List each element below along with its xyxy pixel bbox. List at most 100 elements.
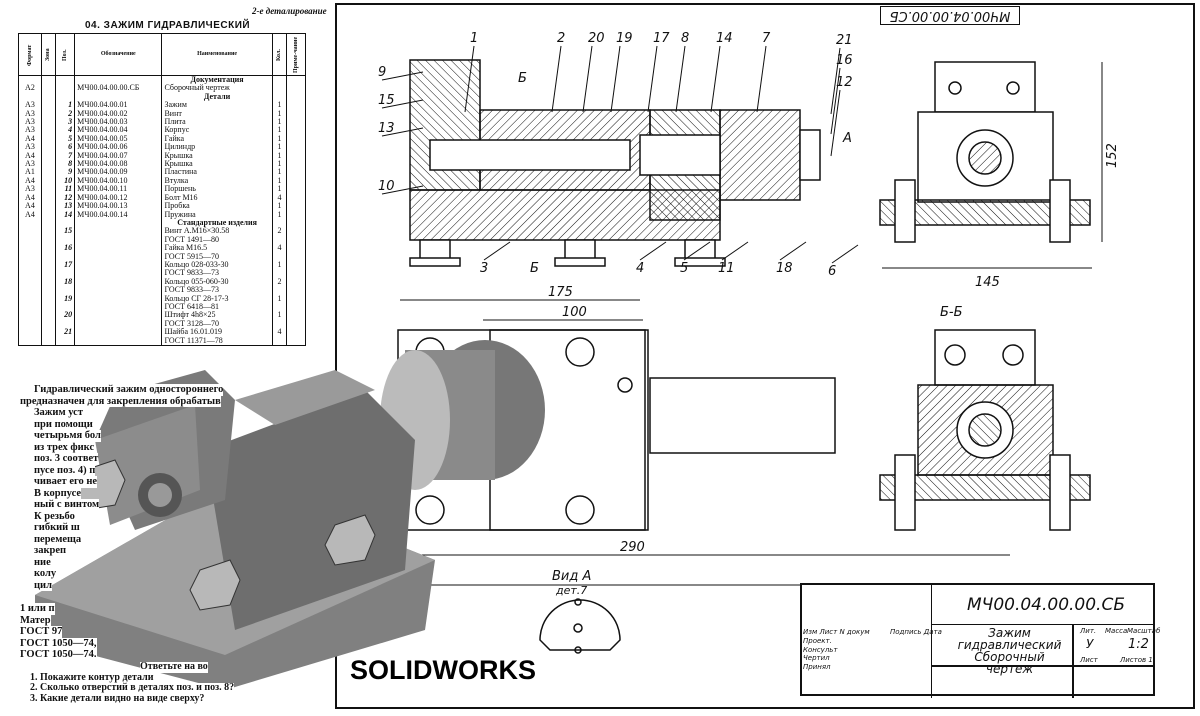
- table-row: ГОСТ 11371—78: [18, 336, 306, 346]
- cell: [40, 302, 57, 312]
- cell: 1: [271, 260, 288, 270]
- cell: Винт: [161, 109, 273, 119]
- cell: [40, 75, 57, 85]
- cell: [18, 319, 42, 329]
- callout-20: 20: [588, 31, 605, 46]
- callout-11: 11: [718, 261, 735, 276]
- tb-scale-label: Масштаб: [1127, 627, 1161, 635]
- section-mark-bottom: Б: [530, 261, 539, 276]
- leader-line: [675, 45, 686, 113]
- material-line: 1 или п: [20, 603, 55, 615]
- cell: [55, 75, 76, 85]
- cell: А4: [18, 193, 42, 203]
- cell: [40, 277, 57, 287]
- tb-scale: 1:2: [1128, 637, 1149, 652]
- solidworks-label: SOLIDWORKS: [350, 655, 536, 685]
- material-line: ГОСТ 1050—74,: [20, 637, 97, 649]
- question-3: 3. Какие детали видно на виде сверху?: [30, 692, 205, 704]
- table-row: ГОСТ 3128—70: [18, 319, 306, 329]
- cell: 16: [55, 243, 76, 253]
- cell: А3: [18, 100, 42, 110]
- section-b-b-view: [879, 329, 1091, 531]
- description-line: гибкий ш: [20, 522, 80, 534]
- description-line: колу: [20, 568, 57, 580]
- cell: [286, 235, 306, 245]
- cell: [286, 126, 306, 135]
- cell: [40, 294, 57, 303]
- cell: Цилиндр: [161, 142, 273, 152]
- cell: [18, 302, 42, 312]
- description-line: В корпусе: [20, 487, 82, 499]
- cell: [18, 260, 42, 270]
- cell: Пружина: [161, 210, 273, 219]
- front-section-view: [409, 59, 821, 267]
- cell: 1: [271, 210, 288, 219]
- cell: А3: [18, 159, 42, 169]
- callout-1: 1: [470, 31, 478, 46]
- cell: [40, 109, 57, 119]
- description-line: ный с винтом: [20, 499, 100, 511]
- callout-16: 16: [836, 53, 853, 68]
- tb-role: Принял: [803, 662, 831, 671]
- cell: [74, 302, 163, 312]
- section-row: Стандартные изделия: [18, 218, 306, 228]
- cell: Крышка: [161, 151, 273, 161]
- cell: МЧ00.04.00.03: [74, 117, 163, 127]
- cell: ГОСТ 9833—73: [161, 268, 273, 278]
- cell: Винт А.М16×30.58: [161, 226, 273, 236]
- cell: [18, 252, 42, 261]
- drawing-frame: [335, 3, 1195, 709]
- cell: МЧ00.04.00.06: [74, 142, 163, 152]
- callout-10: 10: [378, 179, 395, 194]
- leader-line: [779, 241, 807, 261]
- callout-21: 21: [836, 33, 853, 48]
- tb-lit-value: У: [1086, 637, 1094, 651]
- callout-17: 17: [653, 31, 670, 46]
- material-line: Матер: [20, 614, 51, 626]
- tb-h: Дата: [923, 628, 942, 636]
- cell: [286, 109, 306, 119]
- description-line: К резьбо: [20, 510, 75, 522]
- title-block: МЧ00.04.00.00.СБ Зажим гидравлический Сб…: [800, 583, 1160, 698]
- cell: [18, 336, 42, 346]
- cell: [18, 286, 42, 295]
- cell: [74, 252, 163, 261]
- leader-line: [381, 71, 424, 81]
- cell: 2: [271, 277, 288, 287]
- cell: [40, 319, 57, 329]
- leader-line: [721, 241, 749, 261]
- cell: А4: [18, 176, 42, 186]
- col-format: Формат: [18, 33, 42, 76]
- cell: [74, 277, 163, 287]
- cell: [40, 126, 57, 135]
- callout-4: 4: [636, 261, 644, 276]
- cell: [286, 176, 306, 186]
- description-line: четырьмя бол: [20, 430, 101, 442]
- cell: [18, 294, 42, 303]
- cell: [40, 252, 57, 261]
- cell: 14: [55, 210, 76, 219]
- view-subtitle: дет.7: [555, 584, 587, 597]
- cell: МЧ00.04.00.14: [74, 210, 163, 219]
- cell: МЧ00.04.00.05: [74, 134, 163, 144]
- cell: [286, 134, 306, 144]
- cell: [286, 227, 306, 236]
- cell: Втулка: [161, 176, 273, 186]
- cell: [40, 151, 57, 161]
- side-view: [879, 61, 1091, 243]
- cell: [18, 311, 42, 320]
- section-row: Детали: [18, 92, 306, 102]
- cell: [286, 336, 306, 346]
- tb-role: Чертил: [803, 654, 830, 662]
- spec-title: 04. ЗАЖИМ ГИДРАВЛИЧЕСКИЙ: [85, 20, 251, 31]
